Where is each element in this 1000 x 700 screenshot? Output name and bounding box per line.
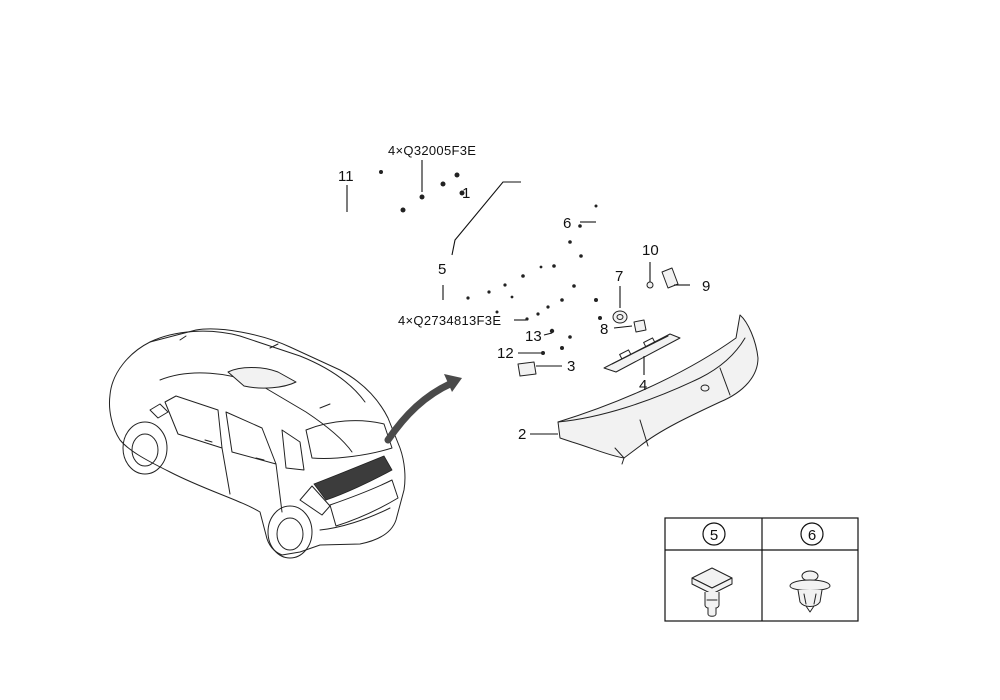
car-illustration [109,328,406,559]
callout-10: 10 [642,242,659,259]
callout-4: 4 [639,377,647,394]
highlighted-trim-panel [313,455,393,501]
callouts: 4×Q32005F3E 11 1 6 10 5 7 9 4×Q2734813F3… [338,143,710,443]
legend-label-6: 6 [808,527,816,544]
callout-7: 7 [615,268,623,285]
callout-12: 12 [497,345,514,362]
callout-6: 6 [563,215,571,232]
callout-2: 2 [518,426,526,443]
screw-code-label: 4×Q2734813F3E [398,313,501,328]
callout-9: 9 [702,278,710,295]
license-lamp-bar [603,333,681,373]
tailgate-trim-panel [557,314,759,465]
small-parts [379,170,679,377]
legend-marker-5 [702,522,726,546]
callout-8: 8 [600,321,608,338]
callout-5: 5 [438,261,446,278]
push-clip-icon [691,567,733,617]
rivet-clip-icon [789,570,831,613]
pointer-arrow [384,374,462,444]
callout-11: 11 [338,168,354,185]
legend-label-5: 5 [710,527,718,544]
callout-3: 3 [567,358,575,375]
legend-marker-6 [800,522,824,546]
leader-lines [346,160,690,435]
nut-code-label: 4×Q32005F3E [388,143,476,158]
fastener-legend-table: 5 6 [664,517,859,622]
callout-1: 1 [462,185,470,202]
callout-13: 13 [525,328,542,345]
